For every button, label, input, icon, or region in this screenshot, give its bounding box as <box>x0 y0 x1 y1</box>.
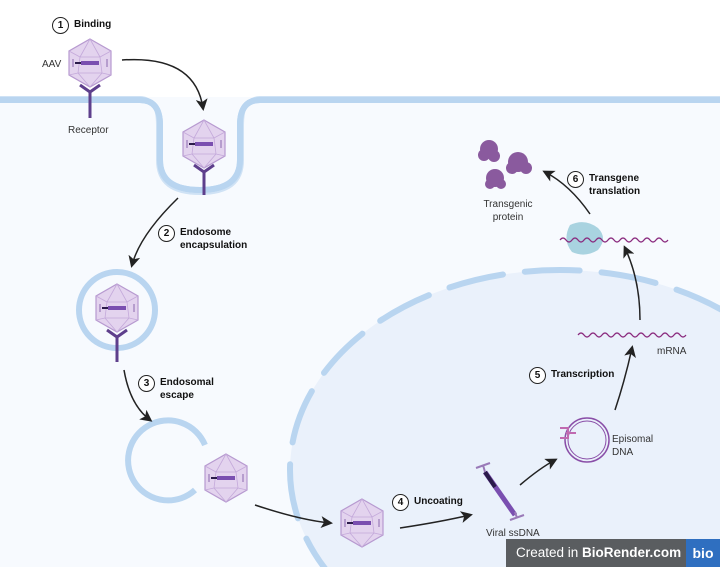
step-label: Binding <box>74 19 112 30</box>
receptor-label: Receptor <box>68 125 109 136</box>
aav-label: AAV <box>42 59 62 70</box>
viral-ssdna-label: Viral ssDNA <box>486 528 540 539</box>
badge-text: Created in BioRender.com <box>506 539 686 567</box>
aav-capsid-escaped <box>204 453 248 503</box>
transgenic-protein-icon <box>478 140 532 189</box>
step-label: Endosome <box>180 227 232 238</box>
step-4-uncoating: 4 Uncoating <box>392 494 463 511</box>
step-5-transcription: 5 Transcription <box>529 367 614 384</box>
step-label: Transcription <box>551 369 615 380</box>
step-label: Uncoating <box>414 496 463 507</box>
aav-capsid-invaginated <box>182 119 226 169</box>
step-number: 6 <box>567 171 584 188</box>
receptor-icon <box>79 83 101 118</box>
nuclear-envelope <box>287 267 720 567</box>
biorender-logo-icon: bio <box>686 539 720 567</box>
step-label: translation <box>589 186 641 197</box>
step-3-endosomal-escape: 3 Endosomal escape <box>138 375 214 402</box>
step-number: 1 <box>52 17 69 34</box>
episomal-dna-icon <box>560 417 610 463</box>
step-label: Endosomal <box>160 377 214 388</box>
biorender-badge[interactable]: Created in BioRender.com bio <box>506 539 720 567</box>
step-6-transgene-translation: 6 Transgene translation <box>567 171 640 198</box>
step-number: 3 <box>138 375 155 392</box>
step-label: escape <box>160 390 194 401</box>
step-2-endosome-encapsulation: 2 Endosome encapsulation <box>158 225 247 252</box>
step-1-binding: 1 Binding <box>52 17 111 34</box>
nucleus <box>290 270 720 567</box>
pathway-arrows <box>121 58 641 529</box>
step-label: Transgene <box>589 173 640 184</box>
broken-endosome <box>125 417 208 504</box>
mrna-label: mRNA <box>657 346 687 357</box>
step-number: 4 <box>392 494 409 511</box>
viral-ssdna-icon <box>475 462 525 521</box>
step-label: encapsulation <box>180 240 248 251</box>
step-number: 5 <box>529 367 546 384</box>
step-number: 2 <box>158 225 175 242</box>
